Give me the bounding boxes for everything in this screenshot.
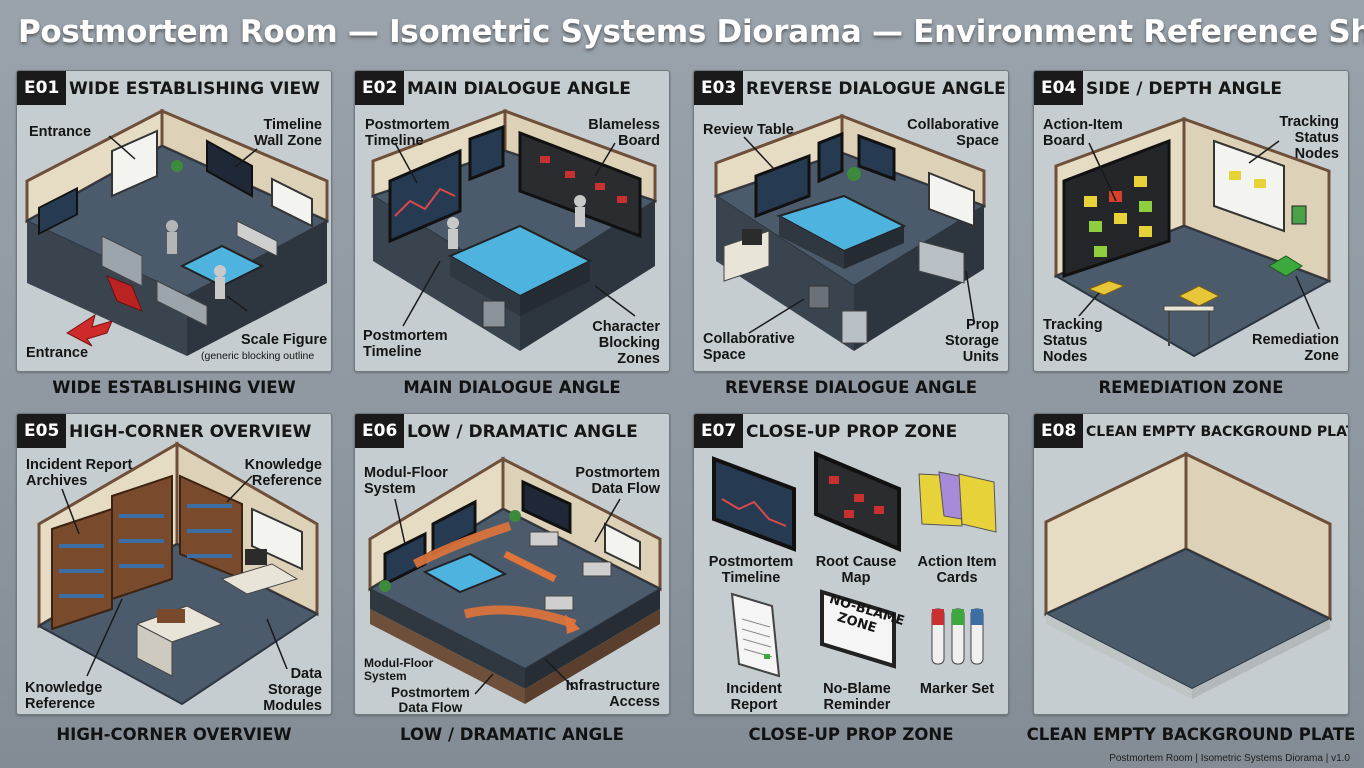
callout-incident-report: Incident Report (726, 681, 782, 713)
diorama-low-dramatic (367, 456, 663, 704)
panel-title: CLEAN EMPTY BACKGROUND PLATE (1086, 424, 1349, 440)
callout-data-flow-top: Postmortem Data Flow (575, 465, 660, 497)
callout-collaborative-space-top: Collaborative Space (907, 117, 999, 149)
panel-title: HIGH-CORNER OVERVIEW (69, 422, 312, 442)
callout-modul-floor-bottom: Modul-Floor System (364, 656, 434, 683)
callout-collaborative-space-bottom: Collaborative Space (703, 331, 795, 363)
caption-e02: MAIN DIALOGUE ANGLE (403, 378, 621, 397)
caption-e04: REMEDIATION ZONE (1098, 378, 1284, 397)
panel-id-badge: E08 (1034, 414, 1084, 448)
panel-title: SIDE / DEPTH ANGLE (1086, 79, 1283, 99)
caption-e01: WIDE ESTABLISHING VIEW (52, 378, 296, 397)
callout-entrance-bottom: Entrance (26, 345, 89, 361)
panel-id-badge: E05 (17, 414, 67, 448)
panel-e08: E08 CLEAN EMPTY BACKGROUND PLATE (1033, 413, 1349, 715)
panel-title: MAIN DIALOGUE ANGLE (407, 79, 631, 99)
caption-e08: CLEAN EMPTY BACKGROUND PLATE (1026, 725, 1356, 744)
callout-postmortem-timeline: Postmortem Timeline (708, 554, 794, 586)
diorama-wide-establishing (24, 108, 330, 356)
panel-e03: E03 REVERSE DIALOGUE ANGLE Review Table … (693, 70, 1009, 372)
callout-no-blame-reminder: No-Blame Reminder (823, 681, 891, 713)
callout-scale-figure: Scale Figure (241, 332, 328, 348)
callout-tracking-status-top: Tracking Status Nodes (1279, 114, 1339, 162)
callout-postmortem-timeline-top: Postmortem Timeline (365, 117, 450, 149)
diorama-high-corner (36, 441, 319, 706)
panel-title: CLOSE-UP PROP ZONE (746, 422, 958, 442)
empty-room-plate (1043, 451, 1333, 699)
caption-e03: REVERSE DIALOGUE ANGLE (724, 378, 978, 397)
panel-title: LOW / DRAMATIC ANGLE (407, 422, 638, 442)
callout-character-zones: Character Blocking Zones (592, 319, 660, 367)
callout-action-item-board: Action-Item Board (1043, 117, 1123, 149)
callout-knowledge-reference-bottom: Knowledge Reference (25, 680, 103, 712)
callout-prop-storage: Prop Storage Units (945, 317, 999, 365)
panel-e01: E01 WIDE ESTABLISHING VIEW Entrance Time… (16, 70, 332, 372)
callout-blameless-board: Blameless Board (588, 117, 660, 149)
callout-data-flow-bottom: Postmortem Data Flow (391, 685, 470, 715)
callout-tracking-status-bottom: Tracking Status Nodes (1043, 317, 1103, 365)
panel-id-badge: E04 (1034, 71, 1084, 105)
panel-id-badge: E02 (355, 71, 405, 105)
callout-entrance-top: Entrance (29, 124, 92, 140)
panel-id-badge: E06 (355, 414, 405, 448)
sheet-title: Postmortem Room — Isometric Systems Dior… (18, 14, 1364, 50)
footer-text: Postmortem Room | Isometric Systems Dior… (1109, 753, 1350, 764)
callout-infrastructure-access: Infrastructure Access (565, 678, 660, 710)
caption-e06: LOW / DRAMATIC ANGLE (400, 725, 624, 744)
callout-scale-note: (generic blocking outline (201, 350, 315, 362)
diorama-main-dialogue (370, 108, 658, 351)
panel-title: WIDE ESTABLISHING VIEW (69, 79, 320, 99)
panel-e05: E05 HIGH-CORNER OVERVIEW Incident Report… (16, 413, 332, 715)
prop-illustrations (712, 450, 997, 678)
panel-title: REVERSE DIALOGUE ANGLE (746, 79, 1006, 99)
callout-root-cause-map: Root Cause Map (815, 554, 897, 586)
panel-id-badge: E03 (694, 71, 744, 105)
caption-e07: CLOSE-UP PROP ZONE (748, 725, 954, 744)
callout-timeline-wall: Timeline Wall Zone (254, 117, 322, 149)
callout-marker-set: Marker Set (919, 681, 995, 697)
panel-id-badge: E01 (17, 71, 67, 105)
callout-remediation-zone: Remediation Zone (1251, 332, 1339, 364)
panel-e07: E07 CLOSE-UP PROP ZONE Postmortem Timeli… (693, 413, 1009, 715)
panel-e02: E02 MAIN DIALOGUE ANGLE Postmortem Timel… (354, 70, 670, 372)
panel-id-badge: E07 (694, 414, 744, 448)
panel-e06: E06 LOW / DRAMATIC ANGLE Modul-Floor Sys… (354, 413, 670, 715)
callout-review-table: Review Table (703, 122, 794, 138)
callout-data-storage: Data Storage Modules (263, 666, 322, 714)
callout-postmortem-timeline-bottom: Postmortem Timeline (363, 328, 448, 360)
panel-e04: E04 SIDE / DEPTH ANGLE Action-Item Board… (1033, 70, 1349, 372)
caption-e05: HIGH-CORNER OVERVIEW (56, 725, 292, 744)
diorama-side-depth (1053, 116, 1332, 358)
diorama-reverse-dialogue (713, 113, 987, 351)
callout-incident-archives: Incident Report Archives (26, 457, 133, 489)
callout-knowledge-reference-top: Knowledge Reference (244, 457, 322, 489)
callout-action-item-cards: Action Item Cards (917, 554, 997, 586)
callout-modul-floor-top: Modul-Floor System (364, 465, 448, 497)
